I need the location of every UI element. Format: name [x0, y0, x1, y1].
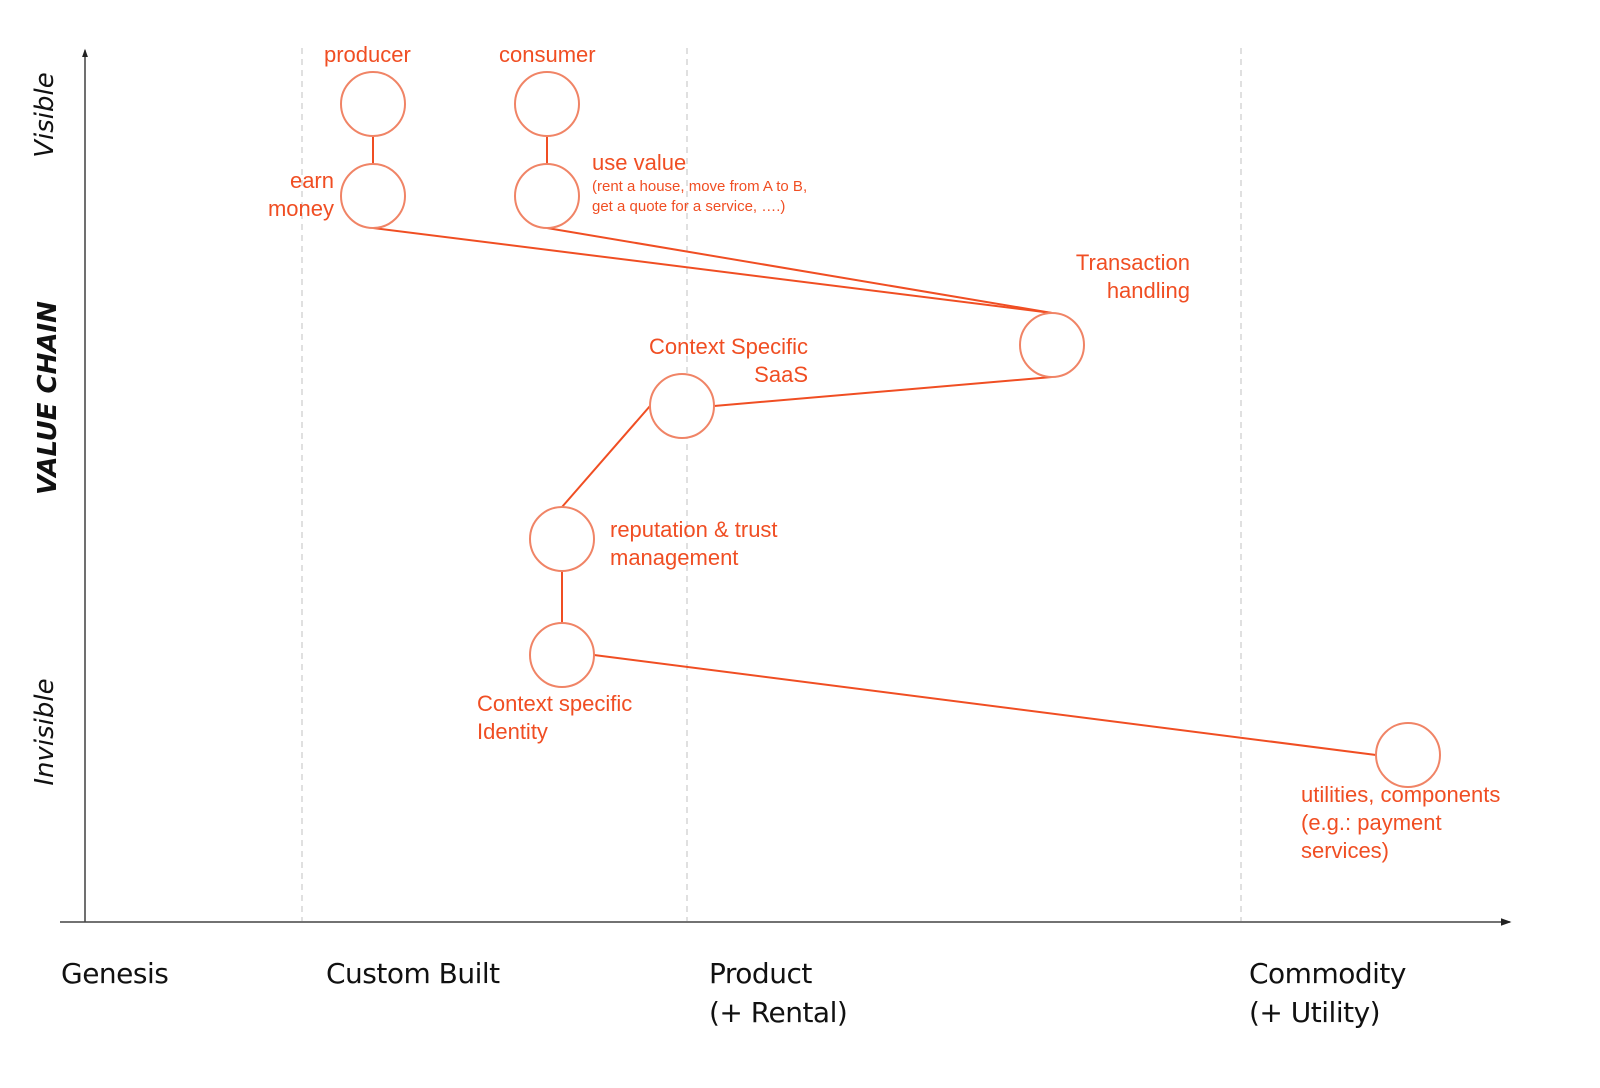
label-utilities-line2: (e.g.: payment — [1301, 810, 1442, 835]
node-producer[interactable] — [340, 71, 406, 137]
node-context-specific-saas[interactable] — [649, 373, 715, 439]
stage-product-label: Product — [709, 957, 812, 990]
node-reputation-trust[interactable] — [529, 506, 595, 572]
link-identity-utilities — [593, 654, 1377, 756]
label-earn-money: earn money — [262, 167, 334, 223]
y-axis-invisible-label: Invisible — [30, 678, 60, 786]
label-transaction-line1: Transaction — [1075, 250, 1190, 275]
stage-custom-built: Custom Built — [326, 954, 500, 993]
label-reputation-line2: management — [610, 545, 739, 570]
node-consumer[interactable] — [514, 71, 580, 137]
label-use-value: use value — [592, 150, 687, 175]
label-transaction-line2: handling — [1106, 278, 1190, 303]
link-saas-reputation — [561, 405, 651, 508]
label-reputation-trust: reputation & trust management — [610, 516, 778, 572]
stage-product-sublabel: (+ Rental) — [709, 996, 848, 1029]
label-use-value-note-line1: (rent a house, move from A to B, — [592, 178, 808, 195]
node-transaction-handling[interactable] — [1019, 312, 1085, 378]
link-transaction-saas — [713, 376, 1053, 407]
node-utilities-components[interactable] — [1375, 722, 1441, 788]
label-utilities-components: utilities, components (e.g.: payment ser… — [1301, 781, 1500, 865]
label-earn-money-line1: earn — [289, 168, 334, 193]
stage-commodity-label: Commodity — [1249, 957, 1406, 990]
label-identity-line2: Identity — [477, 719, 548, 744]
label-transaction-handling: Transaction handling — [1040, 249, 1190, 305]
stage-genesis-label: Genesis — [61, 957, 169, 990]
label-use-value-note: (rent a house, move from A to B, get a q… — [592, 177, 807, 217]
stage-commodity: Commodity (+ Utility) — [1249, 954, 1406, 1032]
stage-product: Product (+ Rental) — [709, 954, 848, 1032]
node-use-value[interactable] — [514, 163, 580, 229]
label-producer: producer — [324, 42, 411, 67]
label-context-specific-identity: Context specific Identity — [477, 690, 632, 746]
label-context-specific-saas: Context Specific SaaS — [620, 333, 808, 389]
label-utilities-line1: utilities, components — [1301, 782, 1501, 807]
y-axis-title: VALUE CHAIN — [33, 301, 63, 495]
label-consumer: consumer — [499, 42, 596, 67]
label-identity-line1: Context specific — [477, 691, 633, 716]
stage-genesis: Genesis — [61, 954, 169, 993]
stage-commodity-sublabel: (+ Utility) — [1249, 996, 1381, 1029]
label-utilities-line3: services) — [1301, 838, 1390, 863]
link-use-value-transaction — [546, 227, 1053, 314]
node-earn-money[interactable] — [340, 163, 406, 229]
stage-custom-built-label: Custom Built — [326, 957, 500, 990]
label-saas-line2: SaaS — [754, 362, 808, 387]
link-earn-money-transaction — [372, 227, 1053, 314]
label-reputation-line1: reputation & trust — [610, 517, 778, 542]
node-context-specific-identity[interactable] — [529, 622, 595, 688]
label-saas-line1: Context Specific — [649, 334, 808, 359]
label-earn-money-line2: money — [267, 196, 334, 221]
y-axis-visible-label: Visible — [30, 72, 60, 158]
label-use-value-note-line2: get a quote for a service, ….) — [592, 198, 786, 215]
